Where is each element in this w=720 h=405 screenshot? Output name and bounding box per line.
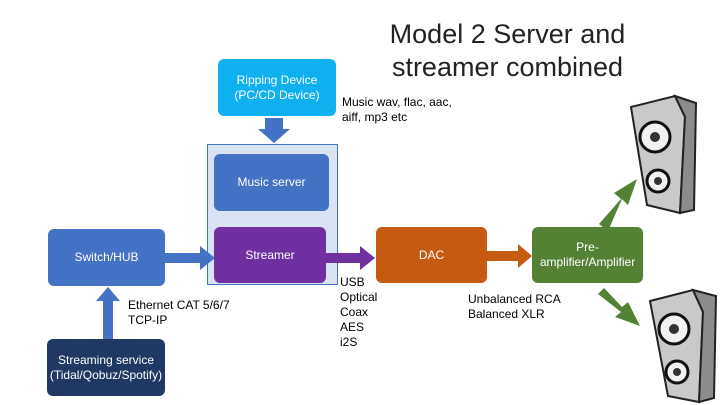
- digital-output-usb: USB: [340, 275, 365, 289]
- digital-output-i2s: i2S: [340, 335, 358, 349]
- arrow-dac-to-preamp: [487, 244, 532, 268]
- analog-output-rca: Unbalanced RCA: [468, 292, 561, 306]
- streamer-box: Streamer: [214, 227, 326, 283]
- arrow-preamp-to-speaker-top: [599, 179, 637, 231]
- digital-output-optical: Optical: [340, 290, 378, 304]
- digital-outputs-label: USB Optical Coax AES i2S: [340, 275, 377, 350]
- preamp-label: Pre-amplifier/Amplifier: [539, 240, 636, 269]
- switch-hub-box: Switch/HUB: [48, 229, 165, 286]
- ripping-device-box: Ripping Device (PC/CD Device): [218, 59, 336, 116]
- analog-outputs-label: Unbalanced RCA Balanced XLR: [468, 292, 561, 322]
- dac-box: DAC: [376, 227, 487, 283]
- arrow-streamer-to-dac: [324, 246, 375, 270]
- speaker-top-icon: [629, 94, 698, 215]
- ripping-device-label: Ripping Device (PC/CD Device): [234, 72, 320, 102]
- arrow-service-to-switch: [96, 287, 120, 340]
- music-server-label: Music server: [237, 175, 306, 189]
- dac-label: DAC: [418, 247, 445, 262]
- diagram-title: Model 2 Server and streamer combined: [389, 19, 626, 82]
- digital-output-aes: AES: [340, 320, 365, 334]
- streaming-service-label: Streaming service (Tidal/Qobuz/Spotify): [49, 352, 163, 382]
- arrow-ripping-to-server: [258, 118, 290, 143]
- analog-output-xlr: Balanced XLR: [468, 307, 545, 321]
- arrow-switch-to-streamer: [165, 246, 215, 270]
- formats-line-2: aiff, mp3 etc: [342, 110, 408, 124]
- ethernet-label: Ethernet CAT 5/6/7 TCP-IP: [128, 298, 230, 328]
- ethernet-line-1: Ethernet CAT 5/6/7: [128, 298, 230, 312]
- music-server-box: Music server: [214, 154, 329, 211]
- formats-line-1: Music wav, flac, aac,: [342, 95, 452, 109]
- arrow-preamp-to-speaker-bottom: [598, 288, 640, 326]
- speaker-bottom-icon: [648, 288, 718, 404]
- formats-label: Music wav, flac, aac, aiff, mp3 etc: [342, 95, 452, 125]
- ethernet-line-2: TCP-IP: [128, 313, 168, 327]
- streaming-service-box: Streaming service (Tidal/Qobuz/Spotify): [47, 339, 165, 396]
- switch-hub-label: Switch/HUB: [74, 250, 139, 264]
- streamer-label: Streamer: [245, 247, 295, 262]
- preamp-box: Pre-amplifier/Amplifier: [532, 227, 643, 283]
- digital-output-coax: Coax: [340, 305, 369, 319]
